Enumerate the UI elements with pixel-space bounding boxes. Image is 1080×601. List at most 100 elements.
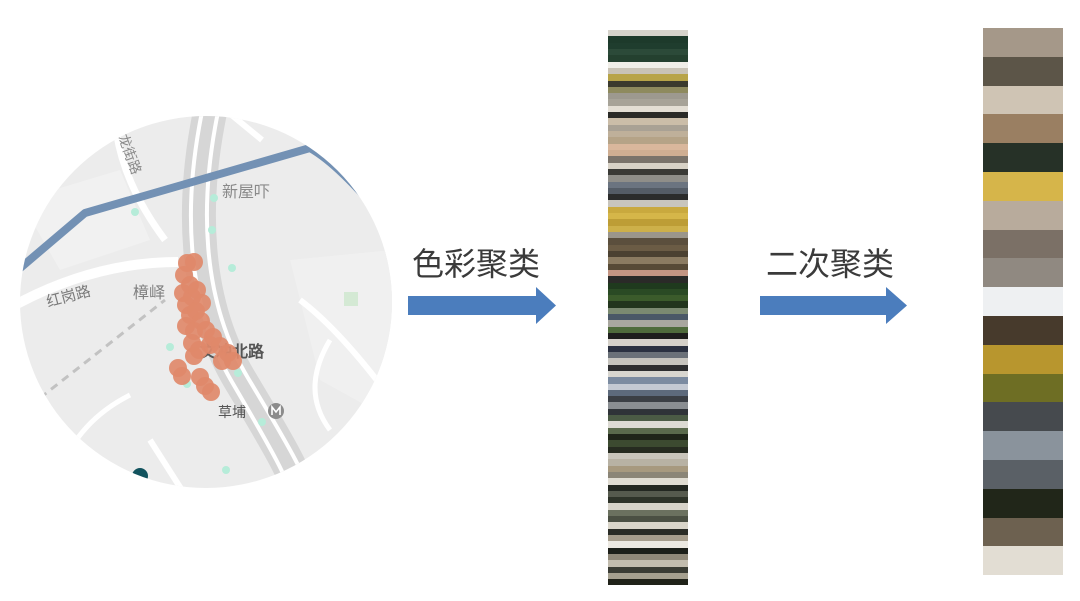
cluster-point — [185, 253, 203, 271]
color-stripe — [608, 358, 688, 365]
color-stripe — [608, 383, 688, 390]
step1-label: 色彩聚类 — [412, 245, 541, 283]
color-stripe — [608, 156, 688, 163]
cluster-point — [185, 347, 203, 365]
railway — [39, 298, 166, 400]
color-stripe — [608, 389, 688, 397]
palette-swatch — [983, 56, 1063, 86]
color-stripe — [608, 522, 688, 529]
poi-dot — [208, 226, 216, 234]
color-stripe — [608, 566, 688, 573]
color-stripe — [608, 396, 688, 403]
color-stripe — [608, 213, 688, 220]
color-stripe — [608, 427, 688, 434]
color-stripe — [608, 48, 688, 56]
color-stripe — [608, 364, 688, 371]
color-stripe — [608, 181, 688, 188]
palette-swatch — [983, 431, 1063, 460]
color-stripe — [608, 168, 688, 176]
palette-swatch — [983, 28, 1063, 57]
color-stripe — [608, 74, 688, 81]
color-stripe-bar — [608, 30, 688, 585]
color-stripe — [608, 351, 688, 359]
palette-swatch — [983, 373, 1063, 403]
color-stripe — [608, 263, 688, 270]
palette-swatch — [983, 287, 1063, 316]
color-stripe — [608, 269, 688, 277]
arrows — [408, 287, 907, 324]
color-stripe — [608, 30, 688, 37]
color-stripe — [608, 339, 688, 346]
color-stripe — [608, 535, 688, 542]
palette-swatch — [983, 143, 1063, 172]
palette-swatch — [983, 402, 1063, 432]
color-stripe — [608, 528, 688, 535]
color-stripe — [608, 124, 688, 131]
selected-point — [132, 468, 148, 484]
color-stripe — [608, 402, 688, 409]
poi-dot — [210, 194, 218, 202]
color-stripe — [608, 112, 688, 119]
color-stripe — [608, 541, 688, 548]
metro-icon — [268, 403, 284, 419]
color-stripe — [608, 446, 688, 453]
park-area — [344, 292, 358, 306]
color-stripe — [608, 149, 688, 157]
cluster-point — [173, 367, 191, 385]
color-stripe — [608, 465, 688, 472]
color-stripe — [608, 503, 688, 510]
color-stripe — [608, 200, 688, 207]
poi-dot — [222, 466, 230, 474]
color-stripe — [608, 333, 688, 340]
color-stripe — [608, 320, 688, 327]
color-stripe — [608, 61, 688, 68]
right-arrow-icon — [408, 287, 556, 324]
color-stripe — [608, 478, 688, 485]
color-stripe — [608, 238, 688, 245]
map-circle: 龙街路 新屋吓 红岗路 樟峄 文冲北路 草埔 — [20, 116, 392, 488]
color-stripe — [608, 86, 688, 94]
color-stripe — [608, 276, 688, 283]
color-stripe — [608, 421, 688, 428]
color-stripe — [608, 459, 688, 466]
color-stripe — [608, 452, 688, 460]
step2-label: 二次聚类 — [766, 245, 895, 283]
color-stripe — [608, 490, 688, 498]
color-stripe — [608, 377, 688, 384]
poi-dot — [228, 264, 236, 272]
palette-swatch — [983, 229, 1063, 259]
map-label-zhangyi: 樟峄 — [133, 283, 165, 302]
color-stripe — [608, 118, 688, 125]
color-stripe — [608, 194, 688, 201]
color-stripe — [608, 484, 688, 491]
color-stripe — [608, 187, 688, 195]
palette-swatch — [983, 315, 1063, 345]
color-stripe — [608, 560, 688, 567]
color-stripe — [608, 99, 688, 106]
color-stripe — [608, 36, 688, 43]
color-stripe — [608, 572, 688, 580]
color-stripe — [608, 553, 688, 561]
color-stripe — [608, 244, 688, 251]
color-stripe — [608, 143, 688, 150]
color-stripe — [608, 370, 688, 378]
color-stripe — [608, 288, 688, 296]
color-stripe — [608, 80, 688, 87]
color-stripe — [608, 314, 688, 321]
palette-swatch — [983, 258, 1063, 288]
color-stripe — [608, 434, 688, 441]
poi-dot — [131, 208, 139, 216]
map-road — [147, 438, 188, 488]
poi-dot — [258, 418, 266, 426]
cluster-point — [202, 383, 220, 401]
color-stripe — [608, 516, 688, 523]
poi-dot — [234, 369, 242, 377]
map-label-caopu: 草埔 — [218, 405, 246, 421]
palette-swatch — [983, 200, 1063, 230]
palette-swatch — [983, 85, 1063, 115]
color-stripe — [608, 579, 688, 585]
color-stripe — [608, 408, 688, 416]
color-stripe — [608, 67, 688, 75]
color-stripe — [608, 93, 688, 100]
poi-dot — [166, 343, 174, 351]
